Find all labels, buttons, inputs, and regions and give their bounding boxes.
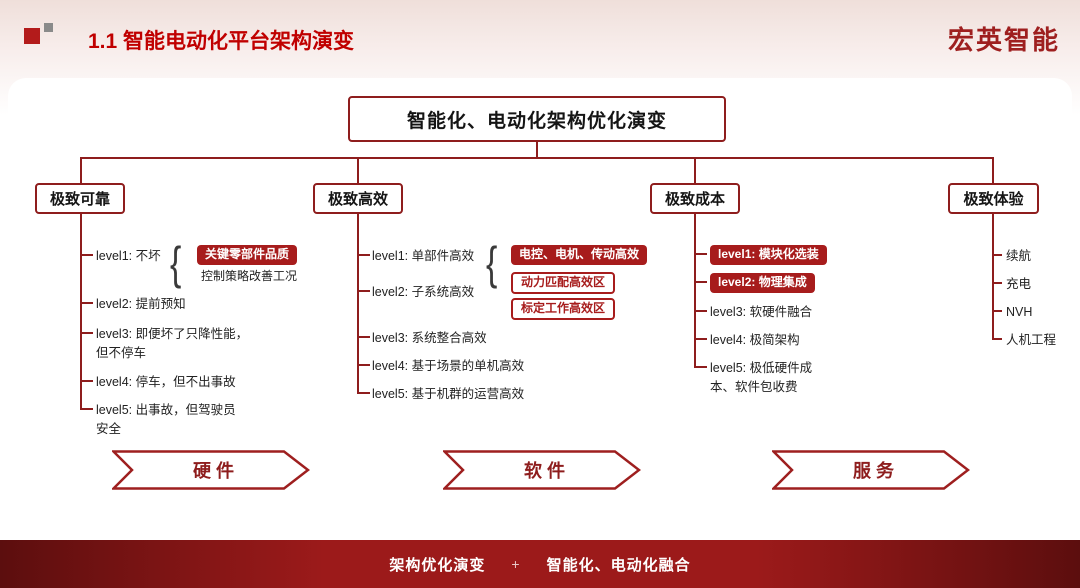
experience-item-charging: 充电 — [1006, 277, 1032, 291]
connector — [80, 157, 993, 159]
connector — [80, 332, 93, 334]
footer-plus: + — [511, 556, 521, 572]
efficiency-level3: level3: 系统整合高效 — [372, 331, 487, 345]
logo-square-red-icon — [24, 28, 40, 44]
footer-right-label: 智能化、电动化融合 — [546, 556, 691, 574]
reliability-level3: level3: 即便坏了只降性能，但不停车 — [96, 327, 249, 361]
connector — [992, 282, 1002, 284]
experience-item-ergonomics: 人机工程 — [1006, 333, 1057, 347]
connector — [992, 157, 994, 184]
brace-glyph: { — [170, 238, 182, 290]
connector — [80, 302, 93, 304]
branch-box-cost: 极致成本 — [650, 183, 740, 214]
connector — [80, 214, 82, 410]
service-arrow: 服务 — [772, 450, 970, 490]
cost-level1-badge: level1: 模块化选装 — [710, 245, 827, 265]
reliability-level1: level1: 不坏 — [96, 249, 161, 263]
cost-level4: level4: 极简架构 — [710, 333, 800, 347]
efficiency-badge-calibration: 标定工作高效区 — [511, 298, 616, 320]
arrow-shape-icon — [112, 450, 310, 490]
brand-logo: 宏英智能 — [947, 25, 1060, 55]
software-arrow-label: 软件 — [524, 461, 570, 481]
connector — [694, 366, 707, 368]
connector — [357, 336, 370, 338]
connector — [80, 157, 82, 184]
efficiency-level4: level4: 基于场景的单机高效 — [372, 359, 525, 373]
hardware-arrow-label: 硬件 — [193, 461, 239, 481]
reliability-level5: level5: 出事故，但驾驶员安全 — [96, 403, 236, 437]
connector — [357, 290, 370, 292]
connector — [357, 214, 359, 393]
logo-square-gray-icon — [44, 23, 53, 32]
connector — [694, 281, 707, 283]
connector — [694, 214, 696, 367]
connector — [536, 142, 538, 158]
connector — [80, 380, 93, 382]
connector — [992, 254, 1002, 256]
service-arrow-label: 服务 — [853, 461, 899, 481]
experience-item-range: 续航 — [1006, 249, 1032, 263]
reliability-level1-note: 控制策略改善工况 — [201, 269, 298, 283]
footer-bar: 架构优化演变 + 智能化、电动化融合 — [0, 540, 1080, 588]
efficiency-badge-motor: 电控、电机、传动高效 — [511, 245, 648, 265]
connector — [694, 310, 707, 312]
branch-box-efficiency: 极致高效 — [313, 183, 403, 214]
connector — [694, 253, 707, 255]
hardware-arrow: 硬件 — [112, 450, 310, 490]
page-title: 1.1 智能电动化平台架构演变 — [88, 30, 355, 53]
connector — [80, 408, 93, 410]
reliability-level4: level4: 停车，但不出事故 — [96, 375, 236, 389]
connector — [357, 254, 370, 256]
efficiency-level1: level1: 单部件高效 — [372, 249, 475, 263]
footer-left-label: 架构优化演变 — [389, 556, 486, 574]
cost-level3: level3: 软硬件融合 — [710, 305, 813, 319]
efficiency-level5: level5: 基于机群的运营高效 — [372, 387, 525, 401]
connector — [992, 338, 1002, 340]
connector — [694, 338, 707, 340]
connector — [992, 214, 994, 339]
arrow-shape-icon — [443, 450, 641, 490]
connector — [357, 157, 359, 184]
experience-item-nvh: NVH — [1006, 305, 1033, 319]
connector — [694, 157, 696, 184]
connector — [357, 364, 370, 366]
arrow-shape-icon — [772, 450, 970, 490]
cost-level5: level5: 极低硬件成本、软件包收费 — [710, 361, 813, 395]
brace-glyph: { — [486, 238, 498, 290]
connector — [80, 254, 93, 256]
efficiency-level2: level2: 子系统高效 — [372, 285, 475, 299]
root-node: 智能化、电动化架构优化演变 — [348, 96, 726, 142]
reliability-level2: level2: 提前预知 — [96, 297, 186, 311]
branch-box-experience: 极致体验 — [948, 183, 1039, 214]
efficiency-badge-power-match: 动力匹配高效区 — [511, 272, 616, 294]
connector — [357, 392, 370, 394]
reliability-level1-badge: 关键零部件品质 — [197, 245, 298, 265]
software-arrow: 软件 — [443, 450, 641, 490]
connector — [992, 310, 1002, 312]
branch-box-reliability: 极致可靠 — [35, 183, 125, 214]
cost-level2-badge: level2: 物理集成 — [710, 273, 815, 293]
